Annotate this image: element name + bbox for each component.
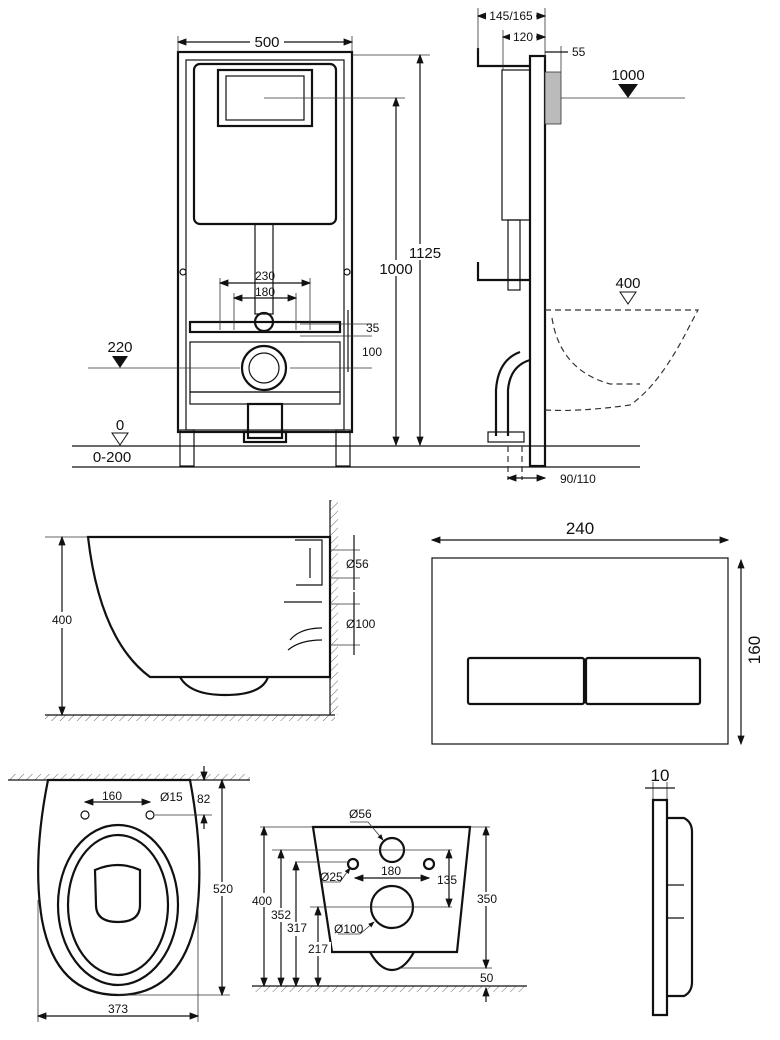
dim-depth-range: 145/165 (489, 9, 533, 23)
dim-pipe-offset: 90/110 (560, 472, 596, 486)
dim-width: 500 (254, 34, 279, 51)
flush-button-large (584, 656, 702, 706)
bowl-rear-view: 400 352 317 217 180 135 350 50 Ø56 Ø25 Ø… (250, 807, 527, 1002)
outlet-pipe (240, 344, 288, 392)
frame-side (528, 54, 547, 468)
plate-side-outline (651, 798, 669, 1017)
rear-inlet-diameter: Ø56 (349, 807, 372, 821)
dim-bowl-width: 373 (108, 1002, 128, 1016)
level-0: 0 (116, 417, 124, 434)
dim-100: 100 (362, 345, 382, 359)
flush-button-small (466, 656, 586, 706)
dim-stud-outer: 230 (255, 269, 275, 283)
dim-bolt-spacing: 160 (102, 789, 122, 803)
front-view: 500 1125 1000 230 180 35 100 220 0 0-200 (72, 34, 640, 468)
level-400: 400 (615, 275, 640, 292)
flush-plate-side: 10 (645, 766, 694, 1017)
dim-rear-352: 352 (271, 908, 291, 922)
dim-rear-50: 50 (480, 971, 494, 985)
dim-height-total: 1125 (409, 245, 441, 262)
dim-bowl-height: 400 (52, 613, 72, 627)
floor-range: 0-200 (93, 449, 131, 466)
dim-rear-135: 135 (437, 873, 457, 887)
dim-plate-thickness: 10 (651, 766, 670, 785)
rear-bolt-diameter: Ø25 (320, 870, 343, 884)
bolt-diameter: Ø15 (160, 790, 183, 804)
dim-rear-bolt-spacing: 180 (381, 864, 401, 878)
bowl-top-view: 160 Ø15 82 520 373 (8, 766, 250, 1022)
bowl-side-view: 400 Ø56 Ø100 (45, 500, 376, 721)
dim-rear-400: 400 (252, 894, 272, 908)
inlet-diameter-side: Ø56 (346, 557, 369, 571)
frame-outline (176, 50, 354, 434)
dim-plate-height: 160 (745, 636, 764, 664)
rear-outlet-diameter: Ø100 (334, 922, 364, 936)
bowl-side-outline (86, 535, 332, 679)
dim-depth-120: 120 (513, 30, 533, 44)
dim-height-actuator: 1000 (379, 261, 412, 278)
dim-rear-350: 350 (477, 892, 497, 906)
flush-plate (431, 557, 729, 745)
dim-bowl-length: 520 (213, 882, 233, 896)
dim-stud-inner: 180 (255, 285, 275, 299)
dim-bolt-offset: 82 (197, 792, 211, 806)
side-view: 145/165 120 55 1000 400 90/110 (476, 8, 699, 486)
dim-rear-317: 317 (287, 921, 307, 935)
cistern (192, 62, 338, 226)
dim-rear-217: 217 (308, 942, 328, 956)
dim-depth-55: 55 (572, 45, 586, 59)
dim-plate-width: 240 (566, 519, 594, 538)
level-1000: 1000 (611, 67, 644, 84)
bowl-top-outline (37, 778, 201, 997)
bowl-rear-outline (311, 825, 472, 954)
outlet-diameter-side: Ø100 (346, 617, 376, 631)
dim-35: 35 (366, 321, 380, 335)
level-220: 220 (107, 339, 132, 356)
flush-plate-front: 240 160 (430, 519, 764, 746)
